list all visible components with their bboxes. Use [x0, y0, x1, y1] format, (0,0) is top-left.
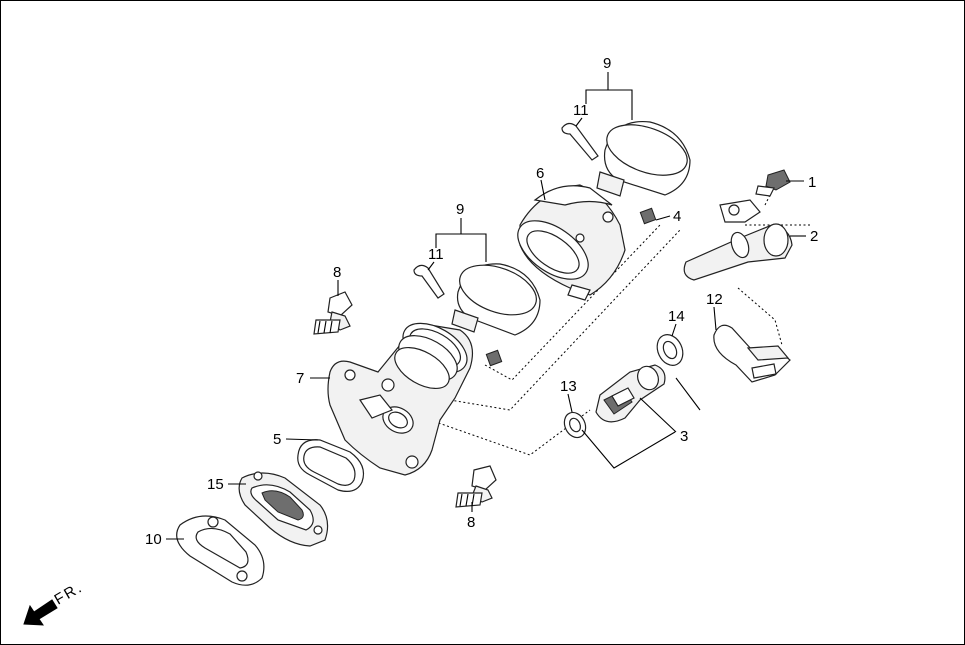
washer-part-13 — [563, 411, 587, 439]
injector-part-3 — [595, 364, 666, 423]
front-label: FR. — [52, 579, 87, 609]
clamp-part-9-lower — [451, 263, 541, 367]
clamp-part-9-upper — [596, 120, 691, 197]
callout-11-lower: 11 — [428, 246, 444, 263]
oring-part-14 — [656, 334, 684, 366]
callout-3: 3 — [680, 428, 688, 445]
callout-9-lower: 9 — [456, 201, 464, 218]
bolt-part-8-lower — [455, 465, 497, 508]
gasket-part-10 — [176, 515, 265, 586]
screw-part-11-lower — [413, 264, 445, 299]
intake-boot-part-6 — [517, 184, 657, 301]
callout-12: 12 — [706, 291, 723, 308]
front-arrow-icon — [23, 599, 58, 626]
callout-14: 14 — [668, 308, 685, 325]
callout-8-left: 8 — [333, 264, 341, 281]
callout-9-upper: 9 — [603, 55, 611, 72]
callout-1: 1 — [808, 174, 816, 191]
callout-8-lower: 8 — [467, 514, 475, 531]
insulator-part-15 — [238, 471, 329, 547]
callout-10: 10 — [145, 531, 162, 548]
bolt-part-8-left — [313, 291, 353, 335]
callout-13: 13 — [560, 378, 577, 395]
clip-part-12 — [713, 324, 791, 383]
callout-7: 7 — [296, 370, 304, 387]
callout-6: 6 — [536, 165, 544, 182]
callout-5: 5 — [273, 431, 281, 448]
screw-part-11-upper — [561, 122, 599, 161]
leader-lines — [166, 72, 806, 540]
callout-11-upper: 11 — [573, 102, 589, 119]
sensor-part-2 — [683, 199, 793, 281]
screw-part-1 — [755, 169, 791, 197]
intake-manifold-part-7 — [327, 322, 473, 476]
callout-2: 2 — [810, 228, 818, 245]
callout-15: 15 — [207, 476, 224, 493]
callout-labels: 1 2 3 4 5 6 7 8 8 9 9 10 11 11 12 13 14 … — [145, 55, 818, 548]
callout-4: 4 — [673, 208, 681, 225]
front-direction-indicator: FR. — [23, 579, 87, 626]
oring-part-5 — [297, 439, 365, 492]
